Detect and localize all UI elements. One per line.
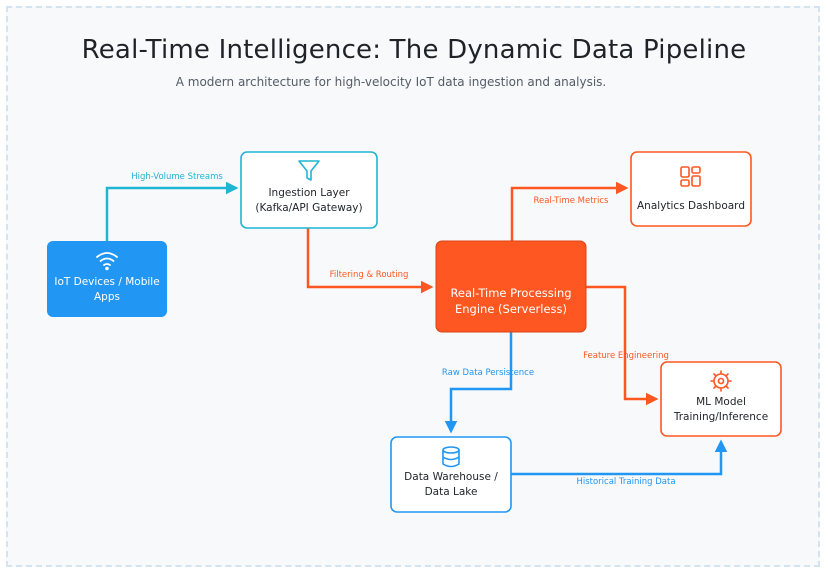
node-warehouse-label-2: Data Lake	[425, 486, 478, 498]
edge-historical-training-data	[511, 439, 728, 476]
node-warehouse-label-1: Data Warehouse /	[404, 471, 498, 483]
node-ingestion-label-2: (Kafka/API Gateway)	[255, 202, 362, 214]
edge-label-filtering: Filtering & Routing	[330, 270, 409, 280]
edge-high-volume-streams	[105, 181, 239, 241]
edge-label-feature-engineering: Feature Engineering	[583, 351, 669, 361]
node-iot-label-1: IoT Devices / Mobile	[54, 276, 159, 288]
database-icon	[442, 446, 460, 468]
edge-label-realtime-metrics: Real-Time Metrics	[534, 196, 610, 206]
node-ml-label-1: ML Model	[696, 396, 746, 408]
node-analytics-dashboard[interactable]: Analytics Dashboard	[630, 151, 752, 227]
edge-label-historical: Historical Training Data	[576, 477, 675, 487]
node-processing-label-2: Engine (Serverless)	[455, 302, 567, 316]
edge-real-time-metrics	[510, 181, 629, 241]
page-subtitle: A modern architecture for high-velocity …	[175, 75, 607, 89]
edge-label-raw-data: Raw Data Persistence	[442, 368, 534, 378]
edge-feature-engineering	[586, 285, 659, 406]
node-iot-label-2: Apps	[94, 291, 120, 303]
node-iot-devices[interactable]: IoT Devices / Mobile Apps	[47, 241, 167, 317]
node-dashboard-label: Analytics Dashboard	[637, 200, 745, 212]
node-data-warehouse[interactable]: Data Warehouse / Data Lake	[390, 436, 512, 513]
node-ml-label-2: Training/Inference	[673, 411, 768, 423]
gear-icon	[710, 370, 732, 392]
node-ingestion-label-1: Ingestion Layer	[268, 187, 350, 199]
edge-raw-data-persistence	[444, 332, 513, 434]
page-title: Real-Time Intelligence: The Dynamic Data…	[81, 35, 747, 65]
edge-filtering-routing	[306, 228, 434, 294]
edge-label-high-volume: High-Volume Streams	[131, 172, 223, 182]
filter-icon	[298, 160, 320, 181]
node-processing-engine[interactable]: Real-Time Processing Engine (Serverless)	[435, 240, 587, 333]
dashboard-grid-icon	[680, 166, 701, 187]
node-processing-label-1: Real-Time Processing	[450, 286, 571, 300]
wifi-icon	[96, 252, 118, 271]
node-ingestion-layer[interactable]: Ingestion Layer (Kafka/API Gateway)	[240, 151, 378, 229]
node-ml-model[interactable]: ML Model Training/Inference	[660, 361, 782, 437]
